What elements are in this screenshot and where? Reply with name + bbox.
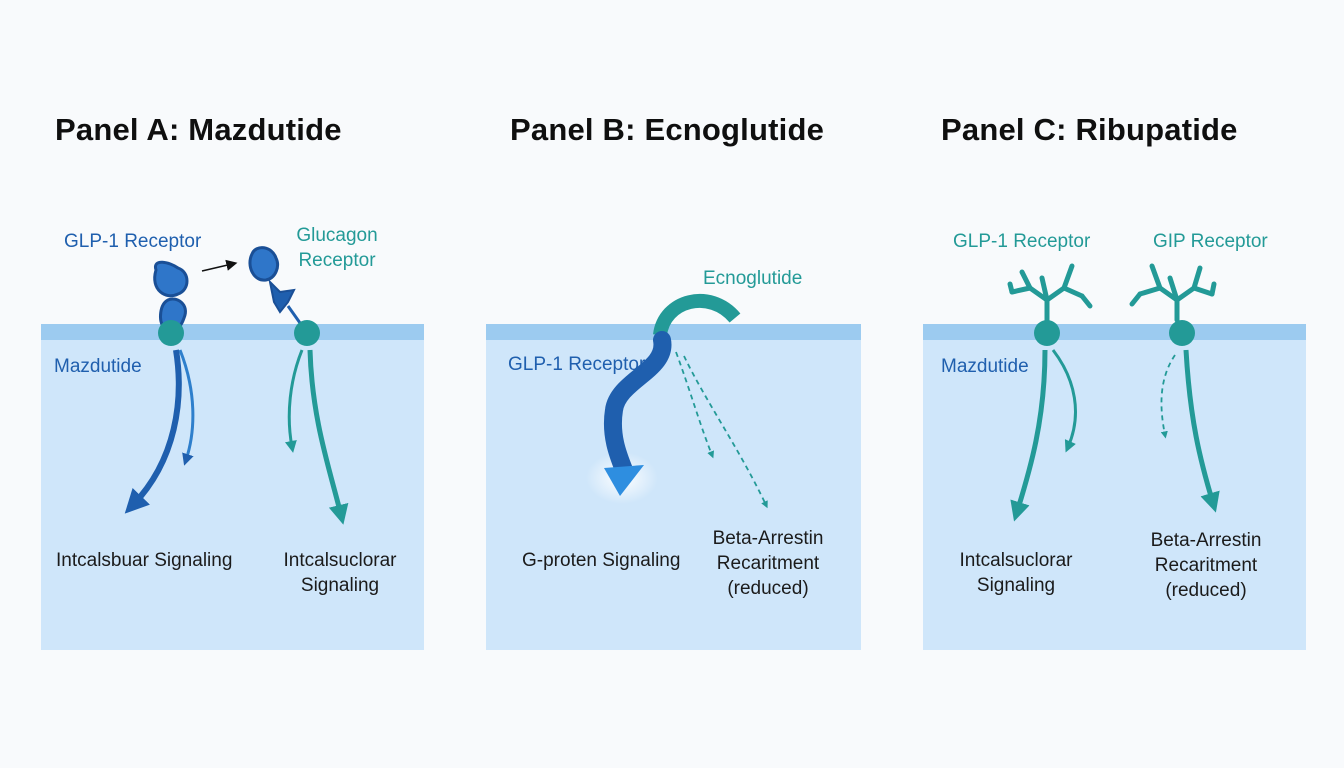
panel-a-graphics (124, 246, 349, 525)
panel-c-graphics (1007, 263, 1220, 522)
g-protein-arrowhead (604, 465, 644, 496)
panel-b-graphics (586, 294, 768, 509)
panel-a-signal-left: Intcalsbuar Signaling (56, 550, 233, 571)
panel-c-drug-label: Mazdutide (941, 356, 1029, 377)
g-protein-arrow (604, 331, 672, 479)
panel-b-membrane (486, 324, 861, 340)
panel-c-signal-right: Beta-Arrestin Recaritment (reduced) (1136, 528, 1276, 603)
panel-c-signal-left: Intcalsuclorar Signaling (945, 548, 1087, 598)
panel-a-membrane (41, 324, 424, 340)
panel-a-signal-right-line1: Intcalsuclorar (283, 550, 397, 571)
panel-a-signal-right: Intcalsuclorar Signaling (270, 548, 410, 598)
gip-receptor-icon (1129, 263, 1217, 323)
panel-a-signal-right-line2: Signaling (300, 575, 380, 596)
signal-arrow-a1 (124, 349, 182, 514)
binding-arrow (201, 259, 238, 272)
glucagon-receptor-icon (248, 246, 307, 331)
panel-c-title: Panel C: Ribupatide (941, 112, 1238, 147)
panel-c-cell (923, 324, 1306, 650)
glp1-receptor-icon-c (1007, 263, 1093, 323)
signal-arrow-c4 (1160, 354, 1176, 439)
signal-arrow-c1 (1010, 349, 1048, 522)
arrestin-arrow-2 (683, 355, 768, 509)
panel-c-signal-right-line2: Recaritment (1154, 555, 1258, 576)
glucagon-line1: Glucagon (296, 225, 378, 246)
panel-a-drug-label: Mazdutide (54, 356, 142, 377)
panel-b-signal-right-line1: Beta-Arrestin (712, 528, 824, 549)
panel-c-signal-right-line1: Beta-Arrestin (1150, 530, 1262, 551)
panel-b-title: Panel B: Ecnoglutide (510, 112, 825, 147)
panel-a-title: Panel A: Mazdutide (55, 112, 342, 147)
panel-c-membrane (923, 324, 1306, 340)
panel-b-receptor-label: GLP-1 Receptor (508, 354, 646, 375)
signal-arrow-a4 (284, 349, 304, 453)
panel-b-signal-left: G-proten Signaling (522, 550, 681, 571)
panel-c-signal-right-line3: (reduced) (1165, 580, 1247, 601)
panel-b-cell (486, 324, 861, 650)
signal-arrow-a3 (307, 349, 349, 525)
panel-a-glucagon-receptor-label: Glucagon Receptor (282, 223, 392, 273)
signal-arrow-c2 (1051, 349, 1077, 453)
panel-b-signal-right-line3: (reduced) (727, 578, 809, 599)
panel-b-signal-right-line2: Recaritment (716, 553, 820, 574)
panel-b-drug-label: Ecnoglutide (703, 268, 803, 289)
signal-arrow-a2 (178, 349, 195, 466)
panel-c-glp1-receptor-label: GLP-1 Receptor (953, 231, 1091, 252)
ecnoglutide-ligand-icon (653, 294, 741, 337)
signal-arrow-c3 (1183, 349, 1220, 513)
panel-a-cell (41, 324, 424, 650)
panel-c-signal-left-line2: Signaling (976, 575, 1056, 596)
panel-b-signal-right: Beta-Arrestin Recaritment (reduced) (698, 526, 838, 601)
panel-a-glp1-receptor-label: GLP-1 Receptor (64, 231, 202, 252)
arrestin-arrow-1 (675, 351, 715, 459)
panel-c-gip-receptor-label: GIP Receptor (1153, 231, 1268, 252)
glucagon-line2: Receptor (298, 250, 376, 271)
panel-c-signal-left-line1: Intcalsuclorar (959, 550, 1073, 571)
